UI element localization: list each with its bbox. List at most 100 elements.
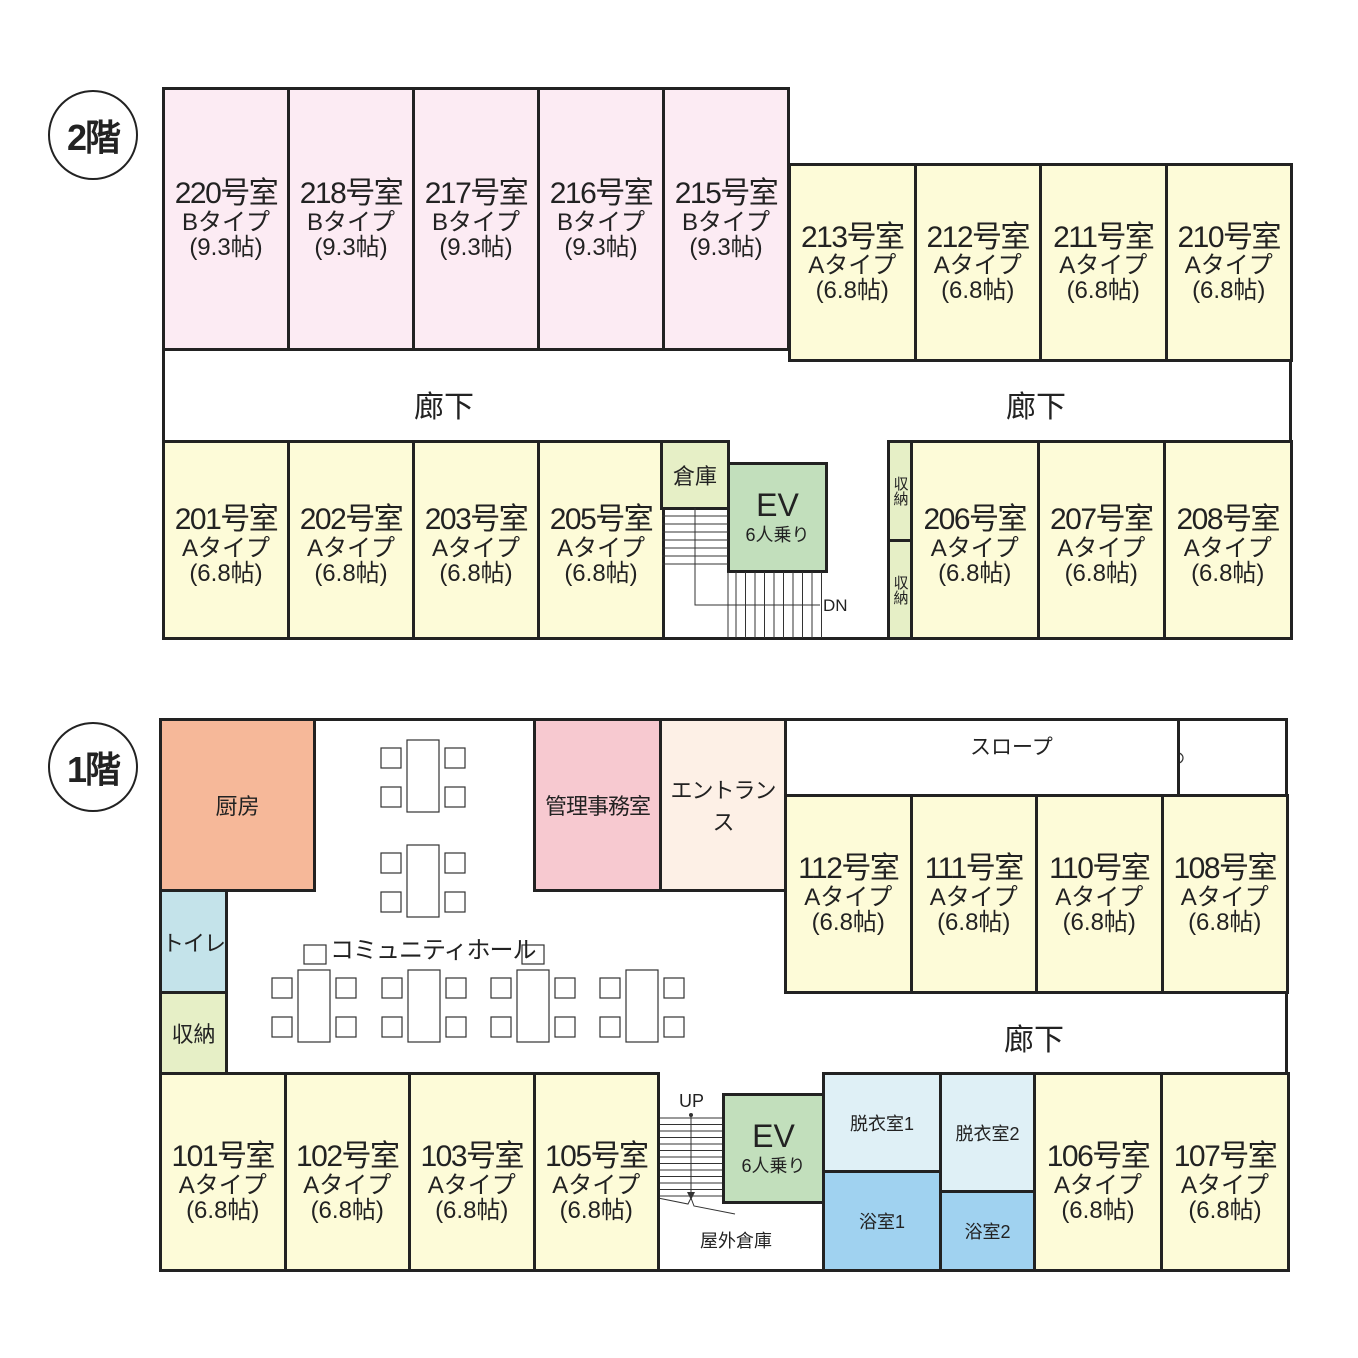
room-type: Aタイプ [552, 1171, 641, 1199]
room-number: 202号室 [299, 503, 404, 537]
room-type: Aタイプ [1184, 252, 1273, 280]
room-size: (6.8帖) [1064, 559, 1138, 587]
room-type: Aタイプ [1053, 1171, 1142, 1199]
break-line [647, 1195, 736, 1215]
chair [521, 944, 545, 965]
closet: 収納 [159, 991, 228, 1075]
storage-label: 倉庫 [672, 464, 717, 489]
kitchen-label: 厨房 [215, 794, 260, 819]
chair [380, 747, 402, 769]
table [516, 969, 550, 1043]
room-size: (9.3帖) [189, 233, 263, 261]
room-number: 102号室 [295, 1140, 400, 1174]
room-number: 215号室 [674, 177, 779, 211]
table [625, 969, 659, 1043]
room-type: Aタイプ [1180, 1171, 1269, 1199]
room-type: Aタイプ [427, 1171, 516, 1199]
room-size: (6.8帖) [439, 559, 513, 587]
chair [271, 977, 293, 999]
entrance-label: エントランス [670, 778, 776, 835]
floor-2-label: 2階 [66, 117, 121, 158]
chair [380, 852, 402, 874]
room-number: 212号室 [926, 220, 1030, 254]
chair [490, 1016, 512, 1038]
ev-title: EV [752, 1117, 795, 1154]
chair [335, 977, 357, 999]
room-type: Aタイプ [1059, 252, 1148, 280]
table [407, 969, 441, 1043]
slope-label: スロープ [970, 736, 1053, 759]
room-number: 213号室 [800, 220, 905, 254]
room-number: 203号室 [424, 503, 529, 537]
room-number: 107号室 [1173, 1140, 1278, 1174]
room-number: 206号室 [923, 503, 1027, 537]
chair [445, 1016, 467, 1038]
chair [303, 944, 327, 965]
ev-title: EV [756, 486, 799, 523]
room-number: 210号室 [1177, 220, 1281, 254]
toilet: トイレ [159, 889, 228, 994]
chair [271, 1016, 293, 1038]
changing-room-label: 脱衣室1 [849, 1113, 914, 1134]
room-number: 207号室 [1049, 503, 1154, 537]
room-type: Aタイプ [804, 883, 893, 911]
room-type: Aタイプ [181, 534, 270, 562]
chair [599, 1016, 621, 1038]
room-type: Aタイプ [930, 534, 1019, 562]
stairs-down-label: DN [823, 596, 848, 615]
stairs-up-label: UP [679, 1091, 705, 1111]
room-type: Aタイプ [431, 534, 520, 562]
room-number: 205号室 [549, 503, 654, 537]
room-size: (6.8帖) [1062, 908, 1136, 936]
chair [490, 977, 512, 999]
room-size: (6.8帖) [314, 559, 388, 587]
room-type: Aタイプ [1057, 534, 1146, 562]
changing-room-1: 脱衣室1 [822, 1072, 942, 1173]
closet-label: 収納 [891, 476, 909, 506]
room-size: (6.8帖) [938, 559, 1012, 587]
room-number: 108号室 [1173, 852, 1277, 886]
room-number: 208号室 [1176, 503, 1280, 537]
room-size: (6.8帖) [1061, 1196, 1135, 1224]
chair [380, 786, 402, 808]
entrance[interactable]: エントランス [659, 718, 787, 892]
room-type: Aタイプ [1055, 883, 1144, 911]
room-number: 201号室 [174, 503, 279, 537]
toilet-label: トイレ [162, 930, 226, 956]
room-size: (6.8帖) [1192, 277, 1266, 305]
room-number: 110号室 [1049, 852, 1151, 886]
office-label: 管理事務室 [544, 794, 651, 819]
room-size: (6.8帖) [1188, 908, 1262, 936]
room-type: Bタイプ [681, 208, 770, 236]
room-size: (6.8帖) [937, 908, 1011, 936]
room-type: Aタイプ [1180, 883, 1269, 911]
room-size: (6.8帖) [189, 559, 263, 587]
bath-1: 浴室1 [822, 1170, 942, 1272]
closet-label: 収納 [891, 574, 909, 605]
chair [335, 1016, 357, 1038]
chair [445, 977, 467, 999]
ev-capacity: 6人乗り [741, 1155, 806, 1176]
room-type: Aタイプ [306, 534, 395, 562]
table [406, 739, 440, 813]
arrow-down-icon [687, 1192, 695, 1200]
room-size: (6.8帖) [435, 1196, 509, 1224]
chair [554, 977, 576, 999]
room-number: 111号室 [924, 852, 1025, 886]
room-number: 103号室 [420, 1140, 524, 1174]
corridor-label: 廊下 [1006, 391, 1066, 424]
room-size: (6.8帖) [811, 908, 885, 936]
room-size: (6.8帖) [1191, 559, 1265, 587]
room-type: Bタイプ [306, 208, 395, 236]
bath-label: 浴室1 [858, 1212, 905, 1232]
